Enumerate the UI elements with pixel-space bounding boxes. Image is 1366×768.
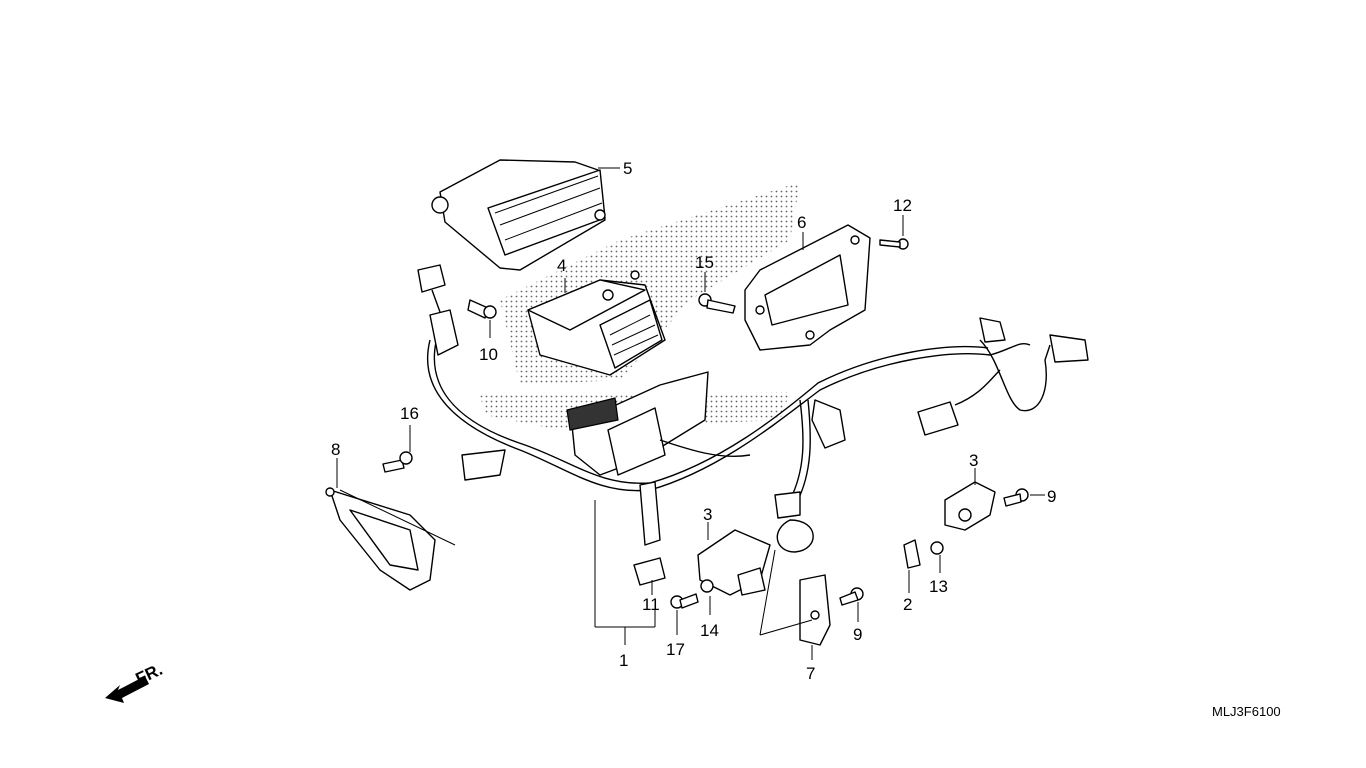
bolt-9-right [1003,488,1029,507]
callout-3a: 3 [703,505,712,524]
callout-2: 2 [903,595,912,614]
fasteners [382,238,1029,609]
callout-16: 16 [400,404,419,423]
bolt-15 [698,293,736,314]
front-direction-arrow: FR. [105,660,166,703]
callout-5: 5 [623,159,632,178]
sensor-right [903,481,996,569]
ecu-unit [527,270,666,376]
callout-1: 1 [619,651,628,670]
bolt-10 [467,299,497,319]
leader-lines [336,167,1045,660]
bracket-8 [325,487,436,591]
callout-14: 14 [700,621,719,640]
mounting-plate [744,224,871,351]
bracket-7 [799,574,831,646]
callout-3b: 3 [969,451,978,470]
callout-9b: 9 [853,625,862,644]
ecu-cover [431,159,606,271]
screw-12 [879,238,909,250]
callout-11: 11 [642,595,660,614]
callout-8: 8 [331,440,340,459]
callout-10: 10 [479,345,498,364]
control-unit [566,371,751,476]
callout-7: 7 [806,664,815,683]
callout-4: 4 [557,256,566,275]
diagram-code: MLJ3F6100 [1212,704,1281,719]
bolt-17 [670,593,699,609]
callout-6: 6 [797,213,806,232]
wire-harness [417,264,1089,553]
callout-12: 12 [893,196,912,215]
callout-13: 13 [929,577,948,596]
bolt-9-left [839,587,864,606]
washer-14 [700,579,714,593]
callout-17: 17 [666,640,685,659]
bolt-16 [382,451,413,473]
callouts: 5 4 6 12 15 10 16 8 11 1 3 14 17 3 9 2 1… [331,159,1056,683]
callout-9a: 9 [1047,487,1056,506]
callout-15: 15 [695,253,714,272]
sensor-left [633,529,771,596]
